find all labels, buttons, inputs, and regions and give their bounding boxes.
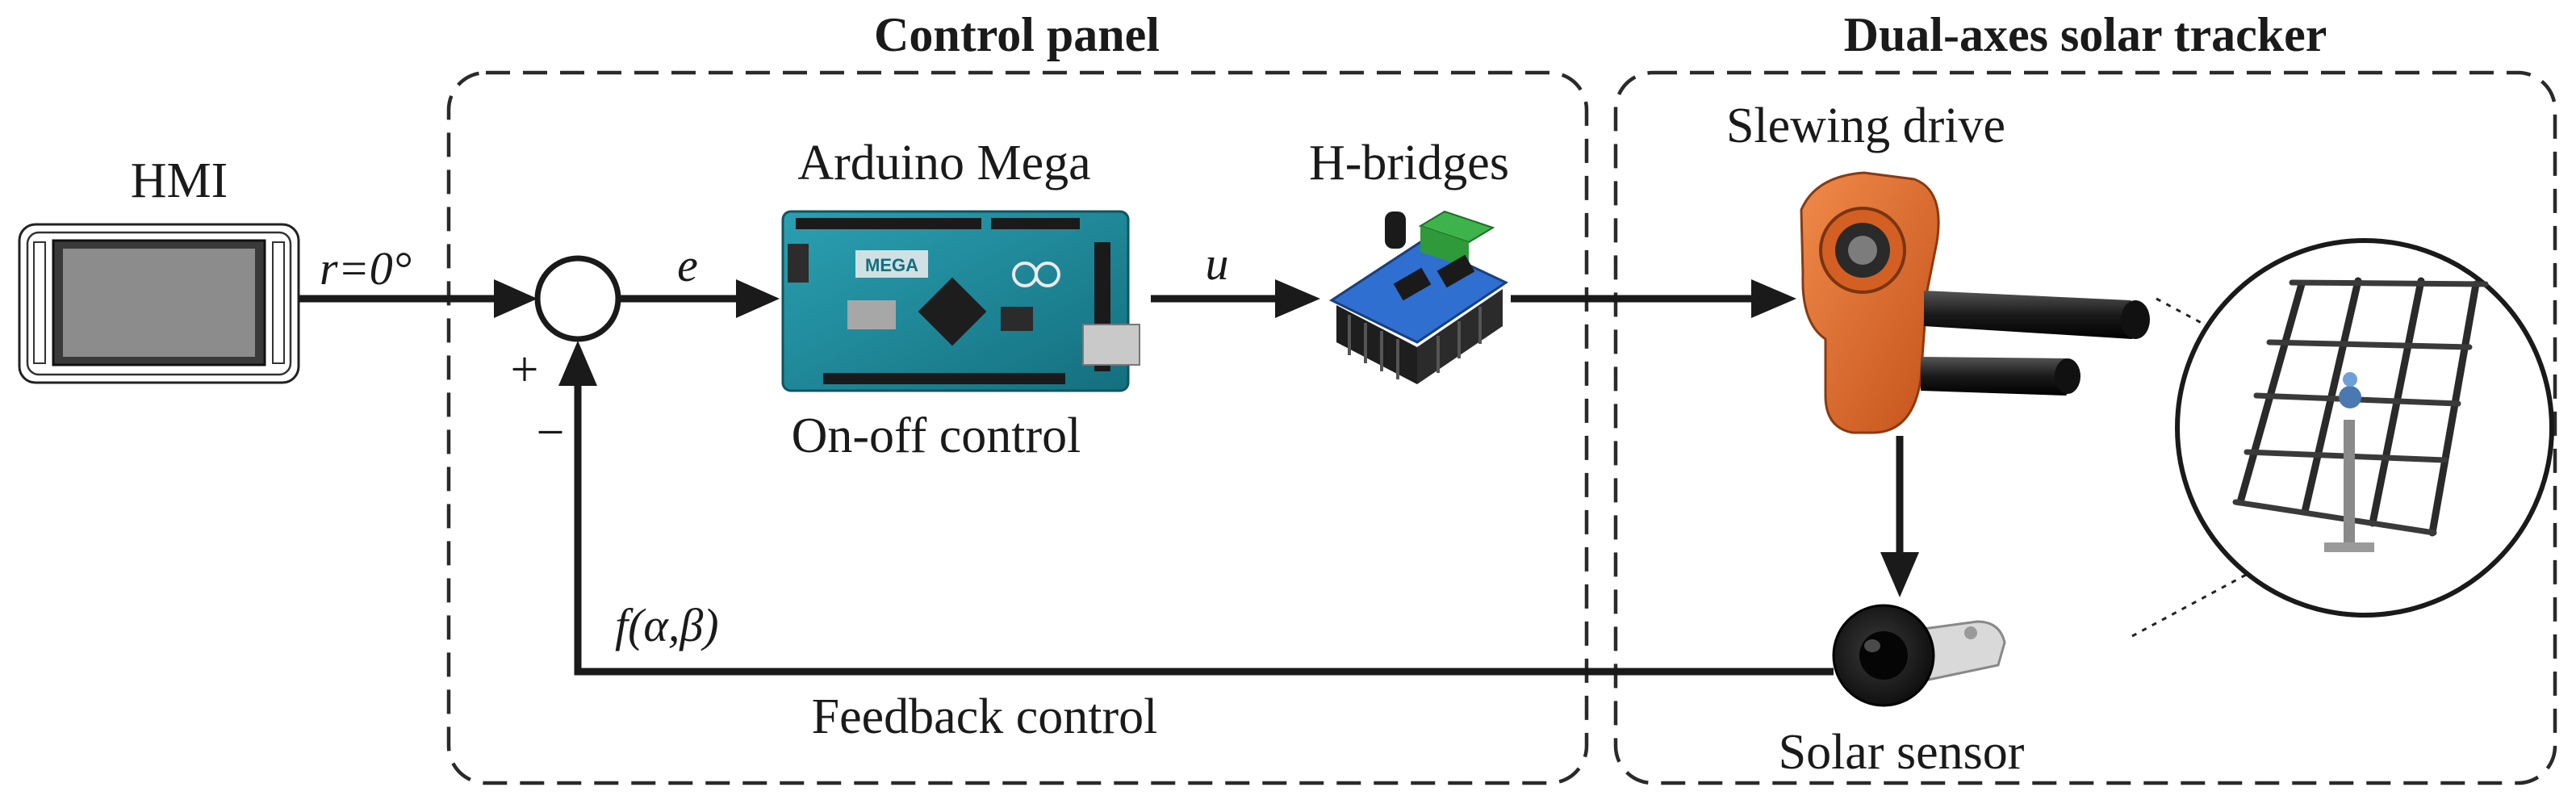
feedback-function-label: f(α,β) (615, 599, 719, 651)
drive-arrowhead (1751, 279, 1796, 318)
solar-tracker-title: Dual-axes solar tracker (1844, 8, 2327, 61)
slewing-drive-label: Slewing drive (1726, 98, 2005, 153)
control-arrowhead (1275, 279, 1320, 318)
controller-type-label: On-off control (792, 408, 1081, 463)
zoom-leader-bottom (2131, 567, 2259, 638)
arduino-label: Arduino Mega (797, 136, 1090, 191)
hmi-label: HMI (131, 153, 228, 208)
arduino-board-logo: MEGA (865, 255, 918, 275)
h-bridges-label: H-bridges (1309, 136, 1509, 191)
solar-tracker-box (1613, 70, 2557, 785)
slewing-drive (1800, 171, 2150, 434)
minus-sign: − (537, 405, 565, 460)
zoom-leader-top (2156, 297, 2202, 325)
reference-signal-label: r=0° (320, 242, 412, 295)
control-signal-label: u (1206, 237, 1229, 290)
control-panel-title: Control panel (874, 8, 1160, 61)
tracker-zoom-view (2175, 238, 2554, 618)
arduino-mega-board: MEGA (781, 210, 1140, 392)
feedback-arrowhead (558, 341, 597, 386)
error-arrowhead (736, 279, 780, 318)
reference-arrowhead (494, 279, 537, 318)
summing-junction (534, 255, 621, 342)
h-bridge-module (1328, 210, 1509, 384)
control-panel-box (446, 70, 1589, 785)
hmi-device (18, 223, 300, 384)
drive-to-sensor-arrowhead (1880, 552, 1919, 597)
feedback-wire (574, 379, 1834, 676)
error-signal-label: e (677, 239, 698, 291)
solar-sensor-label: Solar sensor (1779, 725, 2025, 780)
solar-sensor (1832, 604, 2006, 707)
feedback-control-label: Feedback control (812, 689, 1158, 744)
plus-sign: + (511, 342, 539, 397)
